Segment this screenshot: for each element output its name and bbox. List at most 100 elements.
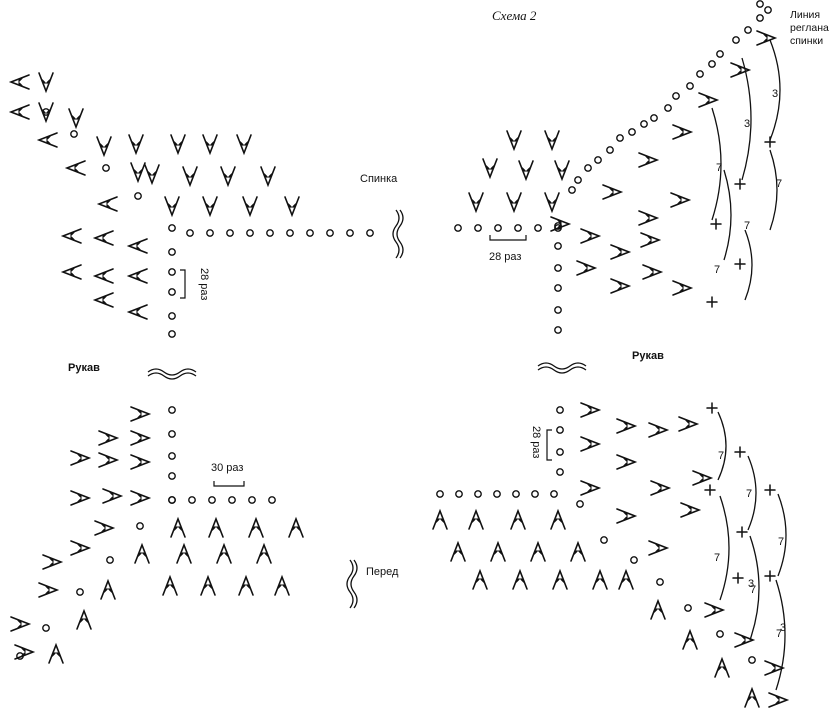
- double-crochet-stroke: [672, 124, 694, 140]
- double-crochet-symbol: [94, 520, 116, 536]
- double-crochet-symbol: [734, 632, 756, 648]
- chain-stitch-symbol: [454, 224, 462, 232]
- stitch-count-number: 7: [746, 488, 753, 500]
- double-crochet-stroke: [92, 292, 114, 308]
- double-crochet-stroke: [768, 692, 790, 708]
- double-crochet-symbol: [680, 502, 702, 518]
- double-crochet-stroke: [92, 230, 114, 246]
- double-crochet-symbol: [92, 292, 114, 308]
- double-crochet-symbol: [672, 124, 694, 140]
- double-crochet-stroke: [642, 264, 664, 280]
- increase-plus-symbol: [706, 296, 718, 308]
- chain-stitch-symbol: [764, 6, 772, 14]
- double-crochet-stroke: [692, 470, 714, 486]
- chain-stitch-symbol: [650, 114, 658, 122]
- double-crochet-symbol: [678, 416, 700, 432]
- chain-stitch-symbol: [136, 522, 144, 530]
- chain-stitch-symbol: [554, 306, 562, 314]
- double-crochet-symbol: [176, 542, 192, 564]
- double-crochet-symbol: [544, 192, 560, 214]
- double-crochet-stroke: [570, 540, 586, 562]
- increase-plus-symbol: [734, 446, 746, 458]
- chain-stitch-symbol: [550, 490, 558, 498]
- double-crochet-symbol: [130, 162, 146, 184]
- count-arc: [723, 169, 732, 261]
- raglan-line-2: реглана: [790, 22, 829, 34]
- sleeve-label-right: Рукав: [632, 350, 664, 362]
- double-crochet-stroke: [274, 574, 290, 596]
- double-crochet-symbol: [506, 192, 522, 214]
- chain-stitch-symbol: [494, 224, 502, 232]
- chain-stitch-symbol: [664, 104, 672, 112]
- double-crochet-symbol: [98, 430, 120, 446]
- stitch-count-number: 3: [780, 622, 787, 634]
- double-crochet-symbol: [580, 402, 602, 418]
- double-crochet-symbol: [530, 540, 546, 562]
- double-crochet-symbol: [610, 278, 632, 294]
- double-crochet-stroke: [640, 232, 662, 248]
- double-crochet-stroke: [550, 508, 566, 530]
- double-crochet-stroke: [618, 568, 634, 590]
- chain-stitch-symbol: [640, 120, 648, 128]
- double-crochet-stroke: [580, 436, 602, 452]
- double-crochet-symbol: [592, 568, 608, 590]
- double-crochet-symbol: [202, 134, 218, 156]
- double-crochet-stroke: [128, 134, 144, 156]
- double-crochet-symbol: [70, 490, 92, 506]
- double-crochet-symbol: [38, 102, 54, 124]
- chain-stitch-symbol: [228, 496, 236, 504]
- double-crochet-stroke: [284, 196, 300, 218]
- double-crochet-stroke: [616, 454, 638, 470]
- double-crochet-stroke: [144, 164, 160, 186]
- stitch-count-number: 7: [778, 536, 785, 548]
- stitch-count-number: 7: [718, 450, 725, 462]
- chain-stitch-symbol: [512, 490, 520, 498]
- double-crochet-stroke: [544, 192, 560, 214]
- increase-plus-symbol: [764, 484, 776, 496]
- double-crochet-stroke: [176, 542, 192, 564]
- double-crochet-symbol: [70, 450, 92, 466]
- chain-stitch-symbol: [168, 406, 176, 414]
- double-crochet-stroke: [554, 160, 570, 182]
- double-crochet-stroke: [580, 480, 602, 496]
- double-crochet-stroke: [38, 102, 54, 124]
- chain-stitch-symbol: [584, 164, 592, 172]
- double-crochet-stroke: [68, 108, 84, 130]
- count-arcs: [711, 39, 787, 691]
- increase-plus-symbol: [710, 218, 722, 230]
- count-arc: [749, 535, 760, 641]
- repeat-label-30-front-left: 30 раз: [211, 462, 244, 474]
- count-arc: [777, 493, 787, 577]
- double-crochet-symbol: [642, 264, 664, 280]
- double-crochet-symbol: [256, 542, 272, 564]
- chain-stitch-symbol: [556, 406, 564, 414]
- chain-stitch-symbol: [168, 430, 176, 438]
- double-crochet-symbol: [490, 540, 506, 562]
- chain-stitch-symbol: [266, 229, 274, 237]
- double-crochet-stroke: [126, 304, 148, 320]
- chain-stitch-symbol: [306, 229, 314, 237]
- double-crochet-stroke: [506, 130, 522, 152]
- double-crochet-stroke: [98, 430, 120, 446]
- chain-stitch-symbol: [556, 468, 564, 476]
- double-crochet-symbol: [610, 244, 632, 260]
- double-crochet-symbol: [616, 418, 638, 434]
- double-crochet-symbol: [60, 264, 82, 280]
- chain-stitch-symbol: [732, 36, 740, 44]
- repeat-brackets: [180, 235, 552, 487]
- double-crochet-stroke: [96, 136, 112, 158]
- double-crochet-symbol: [170, 134, 186, 156]
- double-crochet-stroke: [94, 520, 116, 536]
- double-crochet-stroke: [8, 104, 30, 120]
- chain-stitch-symbol: [756, 14, 764, 22]
- double-crochet-symbol: [14, 644, 36, 660]
- double-crochet-stroke: [130, 454, 152, 470]
- chain-stitch-symbol: [168, 330, 176, 338]
- double-crochet-symbol: [38, 72, 54, 94]
- repeat-bracket: [489, 235, 527, 241]
- double-crochet-symbol: [518, 160, 534, 182]
- double-crochet-symbol: [554, 160, 570, 182]
- increase-plus-symbol: [732, 572, 744, 584]
- double-crochet-stroke: [672, 280, 694, 296]
